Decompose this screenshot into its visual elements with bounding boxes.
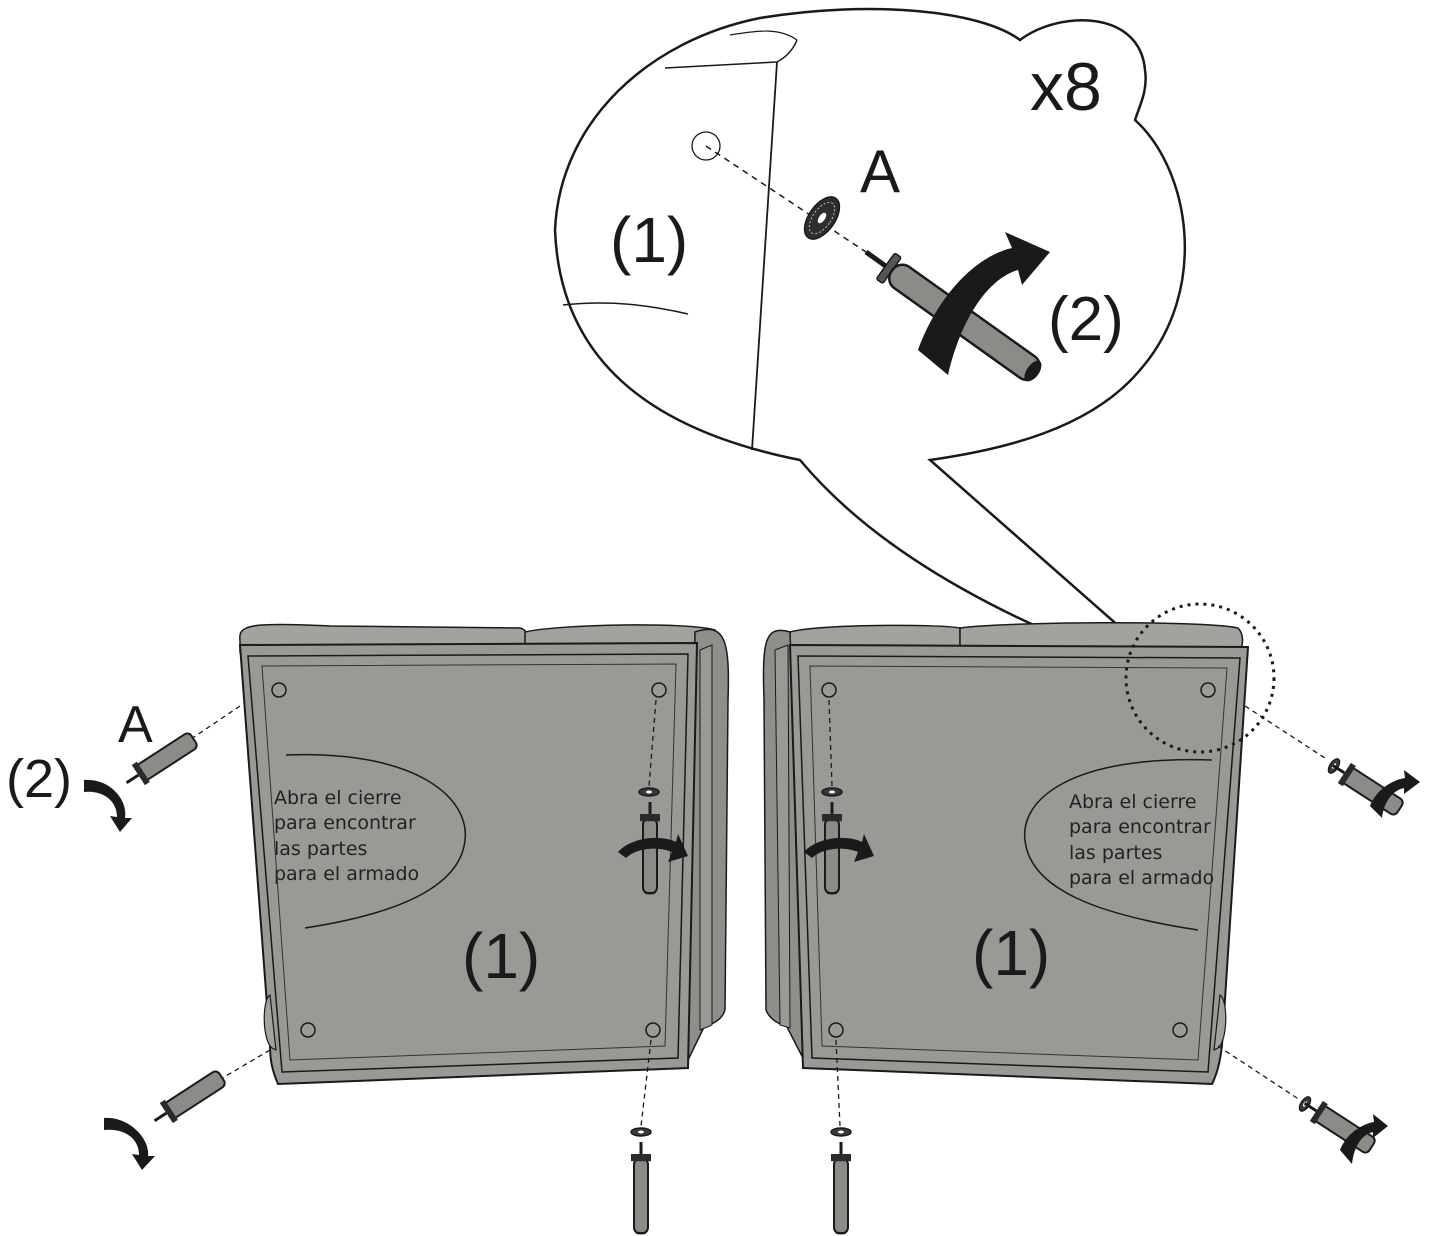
note-line: para el armado xyxy=(274,863,419,885)
washer-label: A xyxy=(118,696,153,754)
rotation-arrow-icon xyxy=(804,834,874,862)
leg-icon xyxy=(829,1140,853,1235)
quantity-label: x8 xyxy=(1030,49,1102,125)
bolt-hole-icon xyxy=(1172,1022,1188,1038)
note-line: para el armado xyxy=(1069,867,1214,889)
bolt-hole-icon xyxy=(821,682,837,698)
note-line: Abra el cierre xyxy=(274,787,402,809)
bolt-hole-icon xyxy=(651,682,667,698)
washer-label: A xyxy=(860,138,900,205)
leg-icon xyxy=(629,1140,653,1235)
rotation-arrow-icon xyxy=(618,834,688,862)
bolt-hole-icon xyxy=(300,1022,316,1038)
rotation-arrow-icon xyxy=(1370,770,1420,818)
bolt-hole-icon xyxy=(645,1022,661,1038)
rotation-arrow-icon xyxy=(1340,1114,1388,1164)
part-label: (1) xyxy=(972,917,1050,989)
rotation-arrow-icon xyxy=(918,232,1050,375)
note-line: Abra el cierre xyxy=(1069,791,1197,813)
rotation-arrow-icon xyxy=(84,779,132,832)
washer-icon xyxy=(638,787,660,797)
zipper-note: Abra el cierre para encontrar las partes… xyxy=(1069,791,1214,889)
bolt-hole-icon xyxy=(271,682,287,698)
part-label: (1) xyxy=(610,204,688,276)
note-line: las partes xyxy=(274,838,367,860)
callout-outline xyxy=(553,7,1187,682)
zipper-note: Abra el cierre para encontrar las partes… xyxy=(274,787,419,885)
rotation-arrow-icon xyxy=(104,1117,155,1170)
note-line: para encontrar xyxy=(274,812,416,834)
note-line: para encontrar xyxy=(1069,816,1211,838)
zoom-callout-bubble: x8 A (1) (2) xyxy=(553,7,1187,682)
right-module: Abra el cierre para encontrar las partes… xyxy=(762,602,1420,1235)
washer-icon xyxy=(821,787,843,797)
washer-icon xyxy=(830,1127,852,1137)
note-line: las partes xyxy=(1069,842,1162,864)
zipper-zone-outline xyxy=(1023,758,1213,931)
leg-label: (2) xyxy=(1048,285,1124,354)
leg-icon xyxy=(146,1065,230,1133)
left-module: Abra el cierre para encontrar las partes… xyxy=(6,623,730,1235)
part-label: (1) xyxy=(462,920,540,992)
washer-icon xyxy=(803,196,841,240)
zoom-circle-icon xyxy=(1124,602,1276,754)
leg-label: (2) xyxy=(6,749,72,809)
bolt-hole-icon xyxy=(1200,682,1216,698)
zipper-zone-outline xyxy=(285,753,467,929)
bolt-hole-icon xyxy=(828,1022,844,1038)
washer-icon xyxy=(630,1127,652,1137)
